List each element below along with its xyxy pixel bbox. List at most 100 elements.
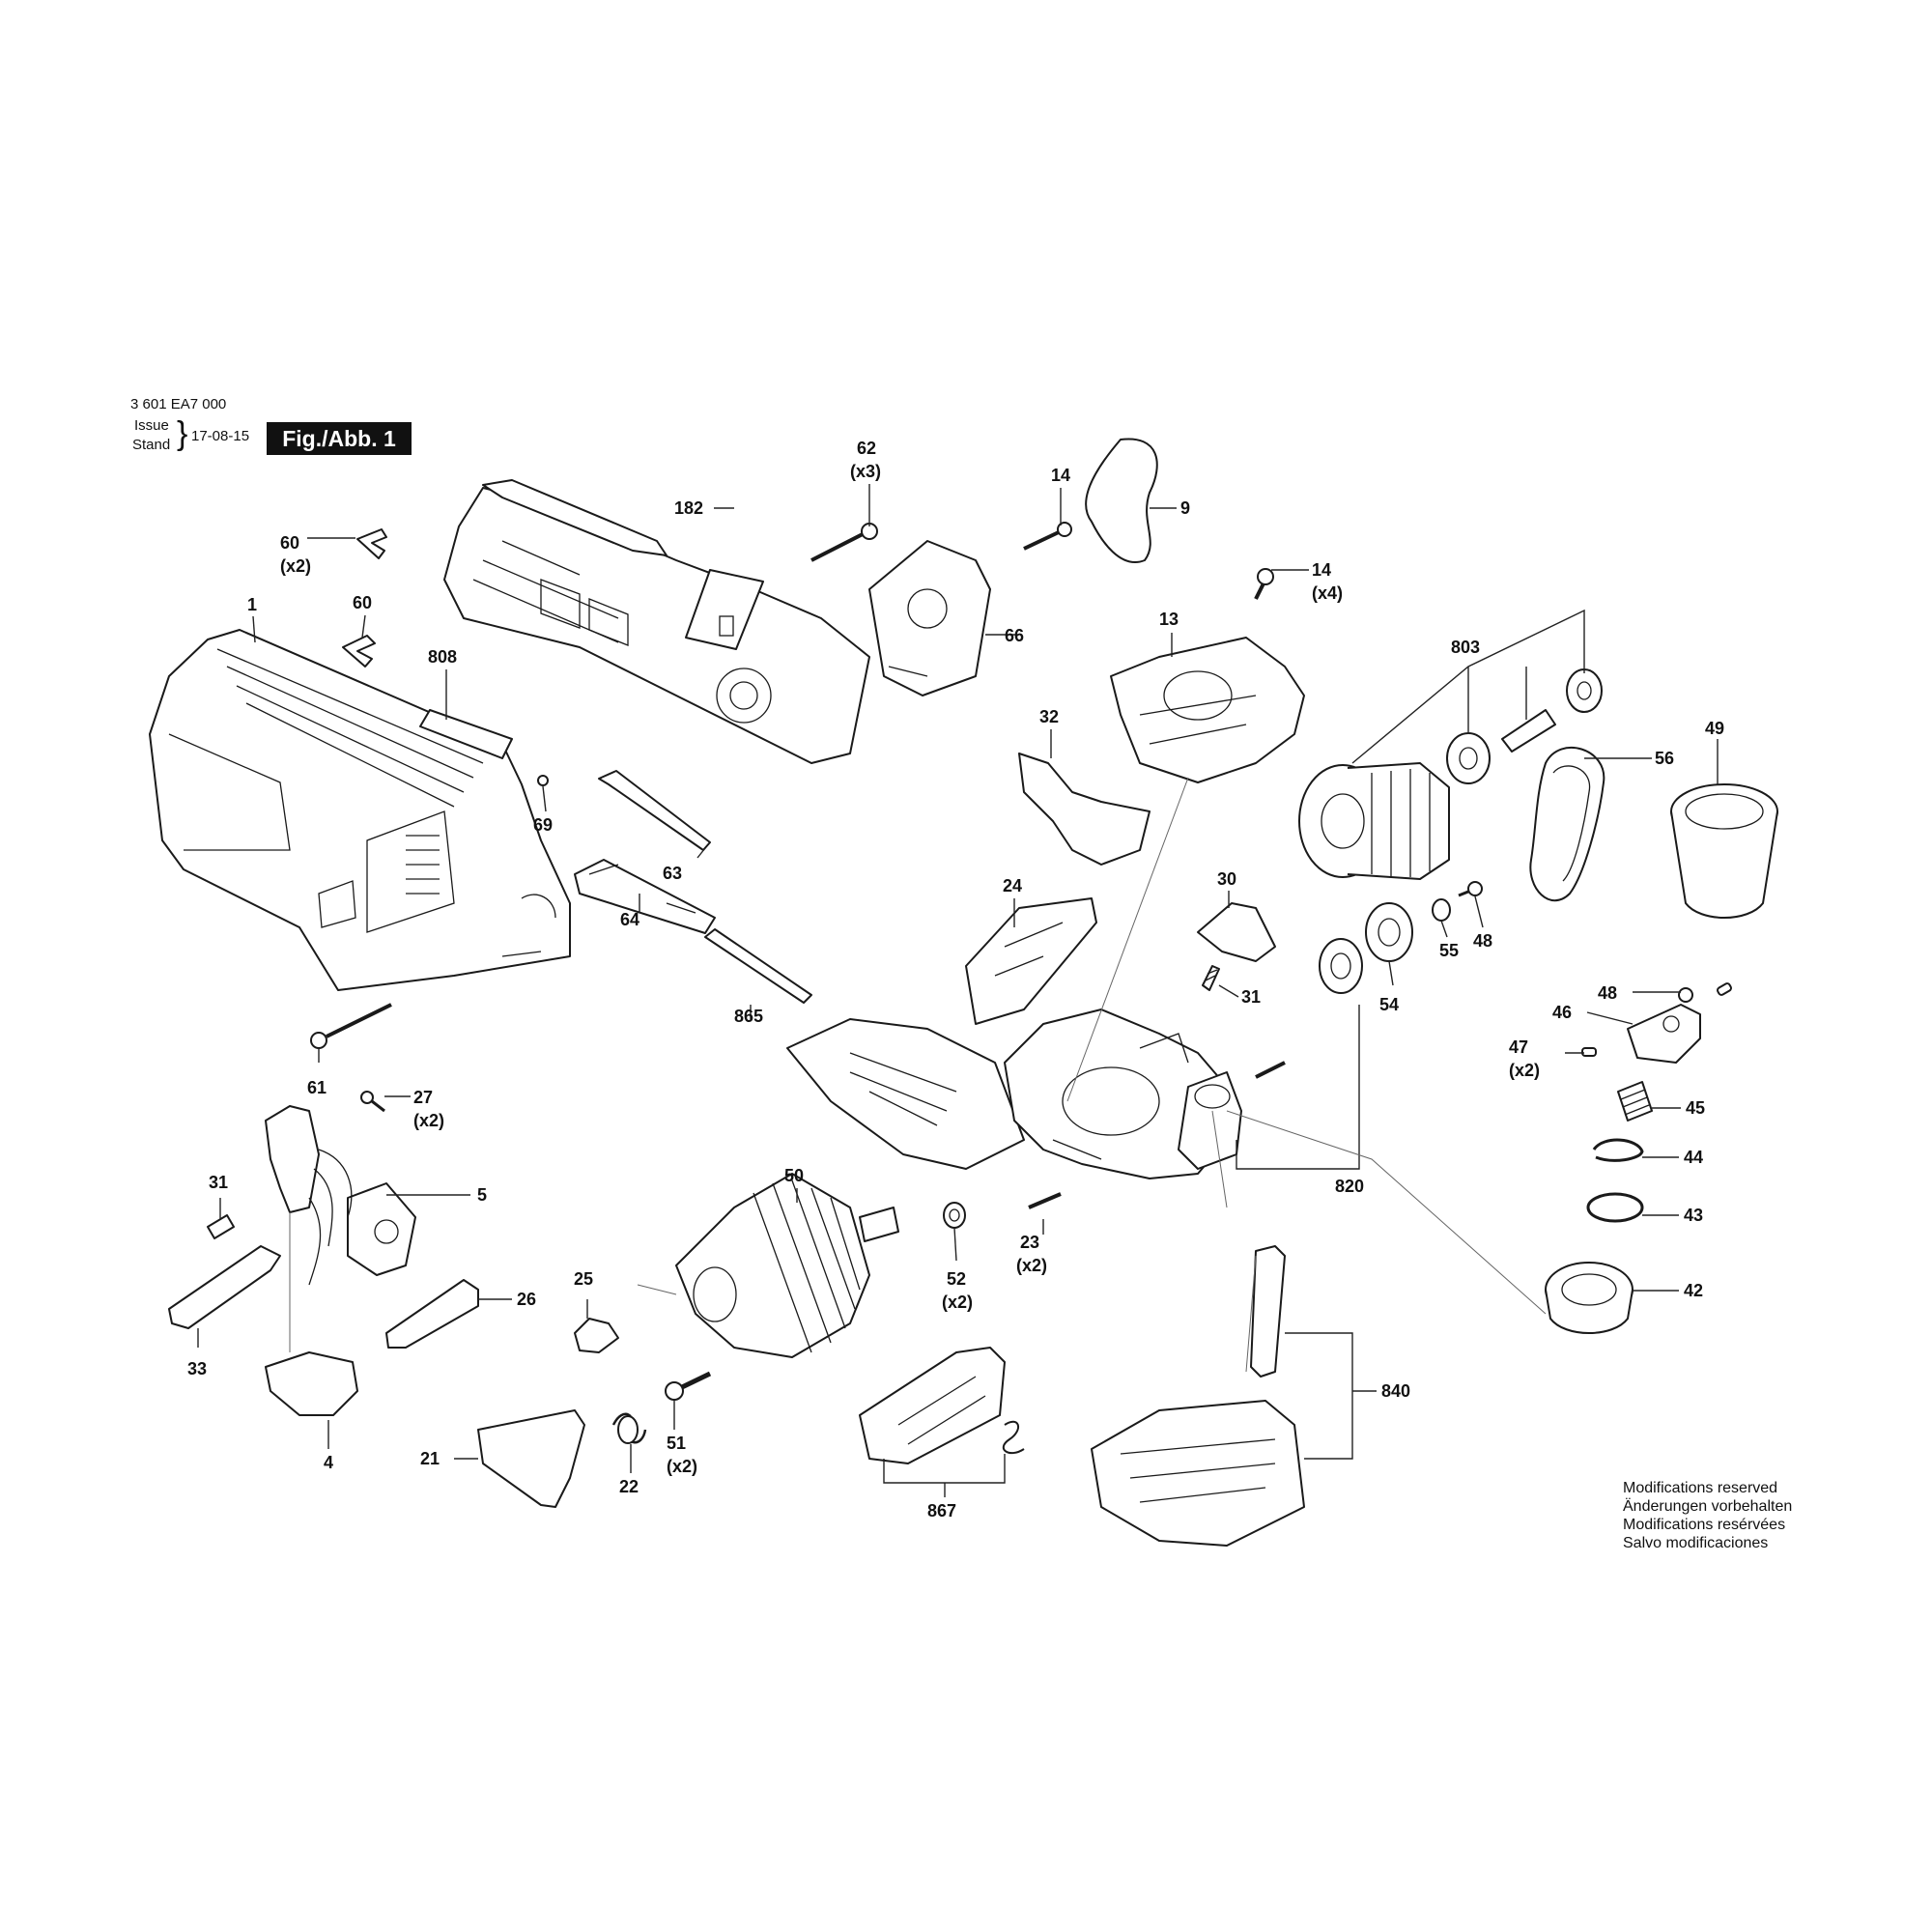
label-21: 21	[420, 1449, 440, 1468]
label-30: 30	[1217, 869, 1236, 889]
part-base-840	[1091, 1245, 1305, 1547]
label-1: 1	[247, 595, 257, 614]
issue-date: 17-08-15	[191, 428, 250, 444]
label-803: 803	[1451, 638, 1480, 657]
label-49: 49	[1705, 719, 1724, 738]
part-clip-25	[574, 1318, 619, 1353]
stand-label: Stand	[132, 437, 171, 453]
label-14b: 14	[1312, 560, 1331, 580]
part-knob-46	[1627, 1004, 1701, 1064]
part-screw-51	[665, 1371, 712, 1401]
part-bearing-large	[1319, 938, 1363, 994]
label-13: 13	[1159, 610, 1179, 629]
part-strip-865	[704, 928, 812, 1004]
label-31a: 31	[1241, 987, 1261, 1007]
label-62-qty: (x3)	[850, 462, 881, 481]
modifications-line-es: Salvo modificaciones	[1623, 1535, 1769, 1551]
part-spring-31a	[1202, 965, 1220, 991]
part-cover-49	[1670, 783, 1778, 919]
part-guide-24	[965, 897, 1097, 1025]
part-armature-803	[1298, 668, 1603, 880]
label-56: 56	[1655, 749, 1674, 768]
part-bracket-32	[1018, 753, 1151, 866]
label-31b: 31	[209, 1173, 228, 1192]
label-51: 51	[667, 1434, 686, 1453]
label-5: 5	[477, 1185, 487, 1205]
part-plate-21	[477, 1409, 585, 1508]
label-820: 820	[1335, 1177, 1364, 1196]
label-14a: 14	[1051, 466, 1070, 485]
label-4: 4	[324, 1453, 333, 1472]
part-screw-62	[810, 523, 878, 562]
modifications-note: Modifications reserved Änderungen vorbeh…	[1623, 1479, 1792, 1552]
part-housing-front	[149, 629, 571, 991]
label-14b-qty: (x4)	[1312, 583, 1343, 603]
label-54: 54	[1379, 995, 1399, 1014]
part-motor-50	[675, 1173, 899, 1358]
label-48a: 48	[1473, 931, 1492, 951]
part-grip-33	[168, 1245, 281, 1329]
part-screw-48b	[1678, 987, 1693, 1003]
part-clip-60b	[342, 635, 376, 668]
label-46: 46	[1552, 1003, 1572, 1022]
leader-lines	[197, 484, 1719, 1497]
header-brace: }	[177, 415, 188, 452]
label-66: 66	[1005, 626, 1024, 645]
label-60a-qty: (x2)	[280, 556, 311, 576]
modifications-line-de: Änderungen vorbehalten	[1623, 1498, 1793, 1515]
modifications-line-fr: Modifications resérvées	[1623, 1517, 1786, 1533]
part-pin-47b	[1717, 982, 1732, 996]
part-slide-64	[574, 859, 716, 934]
label-840: 840	[1381, 1381, 1410, 1401]
label-52: 52	[947, 1269, 966, 1289]
part-screw-48a	[1458, 881, 1483, 897]
part-gear-ring-42	[1545, 1262, 1634, 1334]
label-45: 45	[1686, 1098, 1705, 1118]
label-42: 42	[1684, 1281, 1703, 1300]
label-48b: 48	[1598, 983, 1617, 1003]
part-trigger-4	[265, 1351, 358, 1416]
part-cap-30	[1197, 902, 1276, 962]
label-64: 64	[620, 910, 639, 929]
label-27: 27	[413, 1088, 433, 1107]
part-screw-14a	[1023, 522, 1072, 551]
label-32: 32	[1039, 707, 1059, 726]
label-55: 55	[1439, 941, 1459, 960]
part-clip-60a	[356, 528, 387, 559]
label-61: 61	[307, 1078, 327, 1097]
label-44: 44	[1684, 1148, 1703, 1167]
label-47: 47	[1509, 1037, 1528, 1057]
label-60b: 60	[353, 593, 372, 612]
part-screw-27	[360, 1091, 385, 1113]
part-switch-5	[265, 1105, 416, 1286]
label-33: 33	[187, 1359, 207, 1378]
label-69: 69	[533, 815, 553, 835]
label-62: 62	[857, 439, 876, 458]
part-spindle-820	[1178, 1071, 1242, 1170]
part-spring-22	[611, 1412, 647, 1444]
label-52-qty: (x2)	[942, 1293, 973, 1312]
part-belt-56	[1529, 747, 1605, 901]
label-22: 22	[619, 1477, 639, 1496]
label-51-qty: (x2)	[667, 1457, 697, 1476]
part-spring-45	[1617, 1081, 1653, 1122]
modifications-line-en: Modifications reserved	[1623, 1480, 1778, 1496]
label-47-qty: (x2)	[1509, 1061, 1540, 1080]
part-bushing-52	[943, 1202, 966, 1229]
part-gear-housing-13	[1110, 637, 1305, 783]
part-pins-23	[1028, 1061, 1286, 1209]
label-865: 865	[734, 1007, 763, 1026]
part-base-plate	[786, 1009, 1228, 1179]
part-oring-43	[1586, 1192, 1644, 1223]
part-washer-55	[1432, 898, 1451, 922]
part-cover-66	[868, 540, 991, 696]
part-gasket-9	[1085, 438, 1158, 563]
part-label-808	[419, 709, 513, 759]
issue-label: Issue	[134, 417, 169, 434]
label-60a: 60	[280, 533, 299, 553]
part-pin-47	[1581, 1047, 1597, 1057]
label-26: 26	[517, 1290, 536, 1309]
label-50: 50	[784, 1166, 804, 1185]
